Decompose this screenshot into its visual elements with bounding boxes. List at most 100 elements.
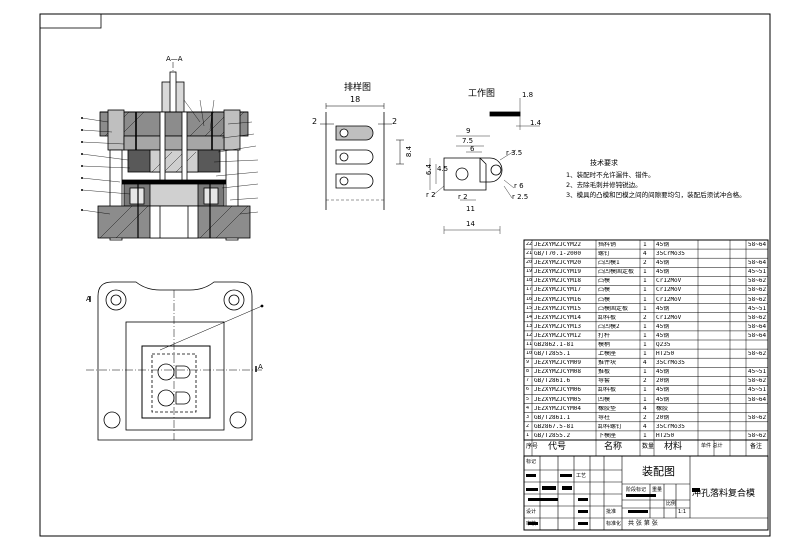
approval-label: 批准 [606,509,617,515]
bom-cell-seq: 2 [526,423,530,429]
bom-cell: 凸凹模1 [598,260,620,267]
bom-cell: 58~64 [748,242,767,248]
bom-cell-seq: 1 [526,432,530,438]
bom-cell: 螺钉 [598,251,611,258]
bom-cell: 1 [643,387,647,394]
bom-header-code: 代号 [548,442,567,452]
bom-cell-seq: 19 [526,269,533,275]
bom-cell: Cr12MoV [656,287,682,294]
bom-cell: 导柱 [598,414,611,421]
bom-cell: JEZXYMZJCYM15 [534,305,581,312]
part-drawing [429,98,540,234]
section-view [81,62,259,241]
bom-cell-seq: 18 [526,278,533,284]
bom-cell: GB2867.5-81 [534,423,574,430]
bom-cell: 58~62 [748,378,767,385]
bom-cell: 58~62 [748,351,767,358]
section-label: A—A [166,55,183,63]
bom-cell: JEZXYMZJCYM13 [534,323,581,330]
bom-cell: Q235 [656,342,671,348]
scale-value: 1:1 [678,509,687,515]
bom-cell: 45钢 [656,332,670,339]
part-w6-dim: 6 [470,145,475,153]
sheet-count: 共 张 第 张 [628,520,658,527]
drawing-title: 装配图 [642,465,675,478]
bom-cell-seq: 20 [526,260,533,266]
bom-cell-seq: 14 [526,314,533,320]
bom-cell: 35CrMo35 [656,251,685,258]
bom-cell: JEZXYMZJCYM19 [534,269,581,276]
bom-cell: 1 [643,278,647,285]
bom-cell: 2 [643,414,647,421]
bom-cell: 58~64 [748,396,767,403]
strip-layout-title: 排样图 [344,83,372,93]
bom-cell-seq: 3 [526,414,530,420]
bom-cell: 下模座 [598,432,617,439]
part-h11-dim: 11 [466,205,475,213]
bom-cell: 卸料螺钉 [598,423,623,430]
bom-cell: GB/T2855.1 [534,351,571,358]
bom-cell: GB/T2855.2 [534,432,571,439]
weight-label: 重量 [652,487,663,493]
product-name: 冲孔落料复合模 [692,489,756,499]
bom-cell: 45~51 [748,387,767,394]
bom-cell: 58~62 [748,432,767,439]
bom-cell: JEZXYMZJCYM22 [534,242,581,248]
bom-cell: 58~62 [748,314,767,321]
bom-cell: Cr12MoV [656,314,682,321]
bom-cell-seq: 4 [526,405,530,411]
bom-cell: GB2862.1-81 [534,342,574,348]
part-drawing-title: 工作图 [468,89,496,99]
bom-cell: 推板 [598,369,611,376]
bom-cell: JEZXYMZJCYM05 [534,396,581,403]
bom-cell: 凸模 [598,287,611,294]
bom-header-note: 备注 [750,443,763,450]
part-r35-dim: r 3.5 [506,149,523,157]
bom-cell: 58~64 [748,323,767,330]
bom-cell: 45钢 [656,269,670,276]
bom-cell: 卸料板 [598,314,617,321]
part-r2-left-dim: r 2 [426,191,436,199]
bom-cell: JEZXYMZJCYM17 [534,287,581,294]
plan-section-mark-left: A [86,295,91,303]
bom-cell: Cr12MoV [656,278,682,285]
stage-label: 阶段标记 [626,487,647,493]
bom-cell: JEZXYMZJCYM04 [534,405,581,412]
bom-cell-seq: 7 [526,378,530,384]
bom-cell: 挡料销 [598,242,617,248]
tech-requirement-3: 3、模具的凸模和凹模之间的间隙要均匀，装配后须试冲合格。 [566,191,746,199]
bom-cell: 4 [643,405,647,412]
part-t2-dim: 1.4 [530,119,542,127]
bom-cell: 45钢 [656,387,670,394]
part-w9-dim: 9 [466,127,471,135]
standardization-label: 标准化 [606,521,622,527]
strip-layout [320,103,404,210]
bom-cell: 凹模 [598,396,611,403]
bom-cell-seq: 17 [526,287,533,293]
bom-cell-seq: 12 [526,332,533,338]
bom-header-seq: 序号 [526,443,539,450]
part-w14-dim: 14 [466,220,475,228]
bom-header-material: 材料 [664,442,683,452]
bom-cell: 1 [643,432,647,439]
bom-cell-seq: 10 [526,351,533,357]
bom-table [523,239,769,457]
bom-cell: GB/T70.1-2000 [534,251,581,258]
bom-cell: GB/T2861.1 [534,414,571,421]
bom-cell: 1 [643,269,647,276]
bom-header-qty: 数量 [642,443,655,450]
bom-cell: 58~64 [748,260,767,267]
bom-cell-seq: 22 [526,242,533,247]
bom-cell: JEZXYMZJCYM09 [534,360,581,367]
strip-width-dim: 18 [350,95,361,104]
bom-cell: JEZXYMZJCYM14 [534,314,581,321]
part-w75-dim: 7.5 [462,137,474,145]
bom-cell: 橡胶垫 [598,405,617,412]
part-r2-mid-dim: r 2 [458,193,468,201]
bom-cell: 4 [643,251,647,258]
bom-cell: 模柄 [598,342,611,348]
bom-cell: JEZXYMZJCYM06 [534,387,581,394]
bom-cell: 45钢 [656,369,670,376]
part-h45-dim: 4.5 [437,165,449,173]
